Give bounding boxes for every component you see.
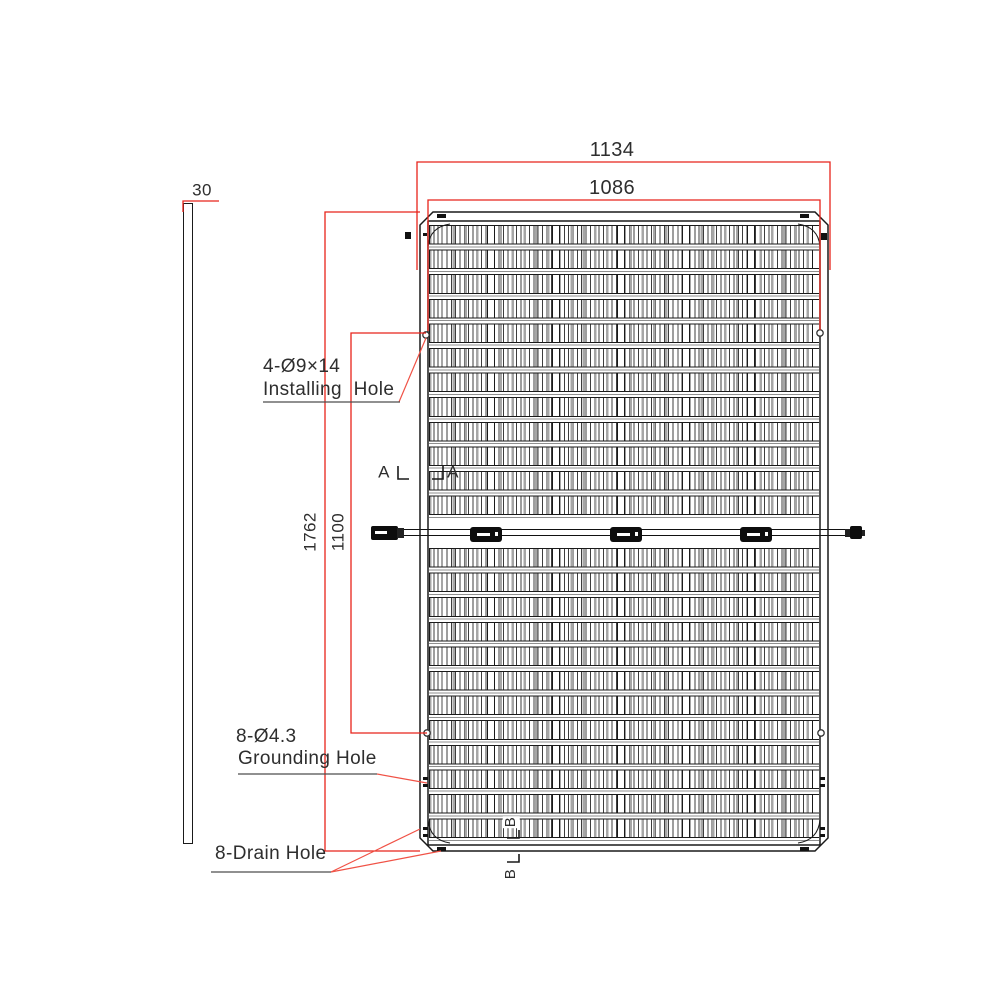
installing-hole-spec: 4-Ø9×14 (263, 356, 341, 377)
junction-box-dot (765, 532, 768, 536)
label-underlines (211, 401, 400, 873)
connector-stub-right (845, 529, 851, 537)
section-a-label-left: A (378, 462, 390, 482)
dimension-lines (182, 161, 831, 852)
dim-mounting-hole-spacing: 1100 (328, 512, 348, 552)
section-brackets (397, 466, 520, 863)
junction-box-dot (495, 532, 498, 536)
mc4-connector-right (850, 526, 862, 539)
grounding-hole-spec: 8-Ø4.3 (236, 726, 297, 747)
cell-grid-upper (429, 225, 819, 520)
junction-box-dot (635, 532, 638, 536)
dim-overall-width: 1134 (589, 139, 635, 161)
connector-tail-right (862, 530, 865, 536)
side-profile-view (183, 203, 193, 844)
installing-hole-label: Installing Hole (263, 379, 395, 400)
connector-stub-left (397, 528, 404, 538)
section-a-label-right: A (447, 462, 459, 482)
dim-overall-height: 1762 (300, 512, 320, 552)
junction-box-mark (617, 533, 630, 536)
section-b-label-inner: B (501, 815, 520, 829)
junction-box (610, 527, 642, 542)
mc4-connector-left (371, 526, 398, 540)
drain-hole-label: 8-Drain Hole (215, 843, 327, 864)
junction-box (470, 527, 502, 542)
connector-mark (375, 531, 387, 534)
dim-frame-thickness: 30 (192, 180, 212, 200)
installing-hole-circles (422, 329, 825, 737)
junction-box-mark (747, 533, 760, 536)
dim-inner-width: 1086 (588, 177, 636, 199)
junction-box-mark (477, 533, 490, 536)
junction-box (740, 527, 772, 542)
grounding-hole-label: Grounding Hole (238, 748, 377, 769)
leader-lines (330, 337, 442, 873)
frame-outline (419, 211, 829, 852)
section-b-label-outer: B (501, 867, 520, 881)
frame-edge-marks (405, 214, 827, 851)
cell-grid-lower (429, 548, 819, 843)
